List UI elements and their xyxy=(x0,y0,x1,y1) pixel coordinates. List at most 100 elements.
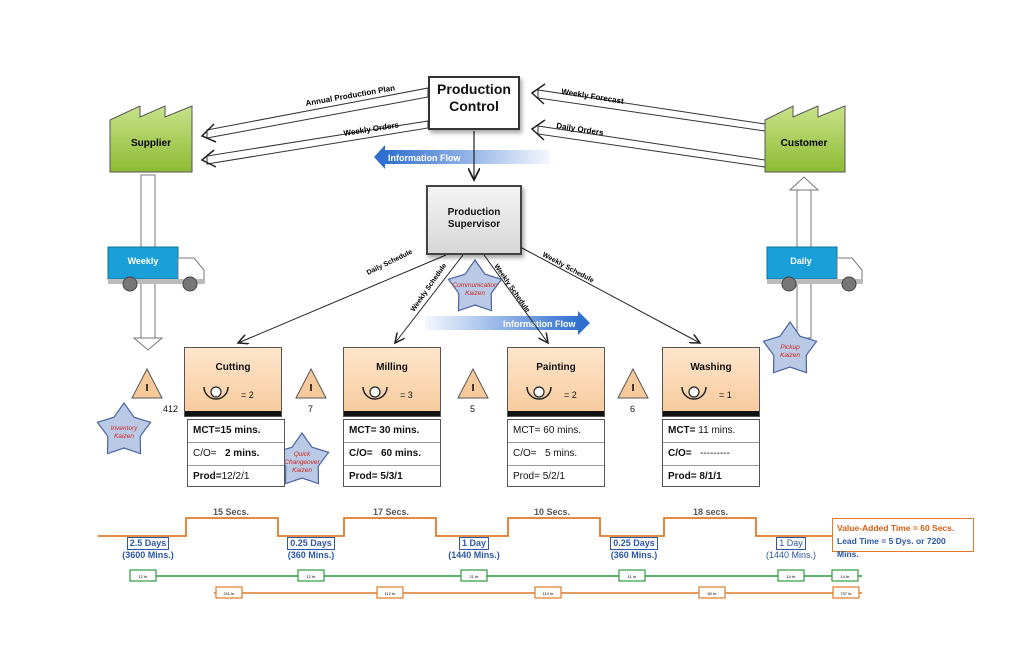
customer-truck-icon: Daily xyxy=(766,246,863,292)
supplier-factory-icon: Supplier xyxy=(109,105,193,173)
svg-text:14 hr: 14 hr xyxy=(840,574,850,579)
kaizen-label: Changeover xyxy=(284,459,320,466)
wait-time: 1 Day(1440 Mins.) xyxy=(765,537,817,560)
operator-count: = 1 xyxy=(719,390,732,400)
svg-text:211 hr: 211 hr xyxy=(223,591,235,596)
svg-text:14 hr: 14 hr xyxy=(786,574,796,579)
truck-frequency-label: Weekly xyxy=(128,256,159,266)
orange-timeline-tag: 211 hr xyxy=(215,586,243,599)
orange-timeline-tag: 114 hr xyxy=(534,586,562,599)
orange-timeline-tag: 60 hr xyxy=(698,586,726,599)
svg-text:12 hr: 12 hr xyxy=(138,574,148,579)
process-title: Milling xyxy=(376,362,408,373)
production-control-box: Production Control xyxy=(428,76,520,130)
kaizen-label: Pickup xyxy=(780,344,800,351)
inventory-symbol: I xyxy=(632,383,635,394)
weekly-schedule-line-painting xyxy=(483,254,548,343)
kaizen-label: Communication xyxy=(452,282,498,289)
data-box-washing: MCT= 11 mins. C/O= --------- Prod= 8/1/1 xyxy=(662,419,760,487)
green-timeline-tag: 21 hr xyxy=(460,569,488,582)
weekly-schedule-label: Weekly Schedule xyxy=(410,262,449,313)
green-timeline-tag: 14 hr xyxy=(777,569,805,582)
timeline-ladder xyxy=(98,517,832,537)
inventory-triangle-icon: I xyxy=(617,367,649,399)
green-timeline-tag: 11 hr xyxy=(618,569,646,582)
kaizen-label: Kaizen xyxy=(114,433,134,440)
svg-text:11 hr: 11 hr xyxy=(628,574,637,579)
orange-timeline-tag: 737 hr xyxy=(832,586,860,599)
kaizen-label: Kaizen xyxy=(292,467,312,474)
inventory-count: 7 xyxy=(308,404,314,414)
process-title: Cutting xyxy=(215,362,251,373)
production-supervisor-line1: Production xyxy=(447,207,501,218)
customer-label: Customer xyxy=(781,138,828,149)
customer-factory-icon: Customer xyxy=(764,105,846,173)
production-supervisor-line2: Supervisor xyxy=(447,219,501,230)
value-added-time: 17 Secs. xyxy=(373,507,410,517)
svg-text:737 hr: 737 hr xyxy=(840,591,852,596)
weekly-schedule-label: Weekly Schedule xyxy=(541,252,595,285)
timeline-summary-box: Value-Added Time = 60 Secs. Lead Time = … xyxy=(832,518,974,559)
process-box-painting: Painting = 2 xyxy=(507,347,605,417)
operator-icon xyxy=(203,386,229,400)
weekly-schedule-line-milling xyxy=(395,254,464,343)
svg-text:112 hr: 112 hr xyxy=(384,591,396,596)
process-box-washing: Washing = 1 xyxy=(662,347,760,417)
inventory-triangle-icon: I xyxy=(131,367,163,399)
truck-frequency-label: Daily xyxy=(790,256,812,266)
inventory-count: 412 xyxy=(163,404,179,414)
inventory-count: 6 xyxy=(630,404,636,414)
weekly-schedule-label: Weekly Schedule xyxy=(492,263,531,314)
operator-count: = 2 xyxy=(564,390,577,400)
wait-time: 1 Day(1440 Mins.) xyxy=(448,537,500,560)
process-title: Painting xyxy=(536,362,576,373)
process-box-milling: Milling = 3 xyxy=(343,347,441,417)
inventory-symbol: I xyxy=(146,383,149,394)
information-flow-arrow-top: Information Flow xyxy=(374,145,550,169)
kaizen-label: Kaizen xyxy=(465,290,485,297)
production-control-line1: Production xyxy=(437,81,511,97)
timeline-tags: 12 hr 12 hr 21 hr 11 hr 14 hr 14 hr 211 hr 112 … xyxy=(129,569,860,599)
wait-time: 0.25 Days(360 Mins.) xyxy=(610,537,658,560)
value-added-time: 10 Secs. xyxy=(534,507,571,517)
daily-schedule-label: Daily Schedule xyxy=(366,249,414,277)
kaizen-bursts: CommunicationKaizenPickupKaizenInventory… xyxy=(96,258,818,485)
value-added-time: 18 secs. xyxy=(693,507,729,517)
operator-count: = 3 xyxy=(400,390,413,400)
wait-time: 0.25 Days(360 Mins.) xyxy=(287,537,335,560)
svg-text:12 hr: 12 hr xyxy=(306,574,316,579)
daily-schedule-line xyxy=(238,254,447,343)
process-box-cutting: Cutting = 2 xyxy=(184,347,282,417)
inventory-symbol: I xyxy=(310,383,313,394)
inventory-triangle-icon: I xyxy=(295,367,327,399)
operator-icon xyxy=(681,386,707,400)
svg-text:114 hr: 114 hr xyxy=(542,591,554,596)
operator-icon xyxy=(526,386,552,400)
weekly-schedule-line-washing xyxy=(521,247,700,343)
inventory-triangle-icon: I xyxy=(457,367,489,399)
lead-time-total: Lead Time = 5 Dys. or 7200 Mins. xyxy=(837,536,946,559)
inventory-count: 5 xyxy=(470,404,476,414)
information-flow-label: Information Flow xyxy=(503,319,576,329)
kaizen-label: Kaizen xyxy=(780,352,800,359)
green-timeline-tag: 12 hr xyxy=(297,569,325,582)
data-box-milling: MCT= 30 mins. C/O= 60 mins. Prod= 5/3/1 xyxy=(343,419,441,487)
kaizen-label: Inventory xyxy=(111,425,138,432)
production-supervisor-box: Production Supervisor xyxy=(426,185,522,255)
green-timeline-tag: 12 hr xyxy=(129,569,157,582)
production-control-line2: Control xyxy=(449,98,499,114)
value-added-total: Value-Added Time = 60 Secs. xyxy=(837,523,955,533)
svg-text:21 hr: 21 hr xyxy=(469,574,479,579)
supplier-truck-icon: Weekly xyxy=(107,246,205,292)
value-added-time: 15 Secs. xyxy=(213,507,250,517)
data-box-painting: MCT= 60 mins. C/O= 5 mins. Prod= 5/2/1 xyxy=(507,419,605,487)
kaizen-label: Quick xyxy=(294,451,311,458)
data-box-cutting: MCT=15 mins. C/O= 2 mins. Prod=12/2/1 xyxy=(187,419,285,487)
information-flow-label: Information Flow xyxy=(388,153,461,163)
wait-time: 2.5 Days(3600 Mins.) xyxy=(122,537,174,560)
